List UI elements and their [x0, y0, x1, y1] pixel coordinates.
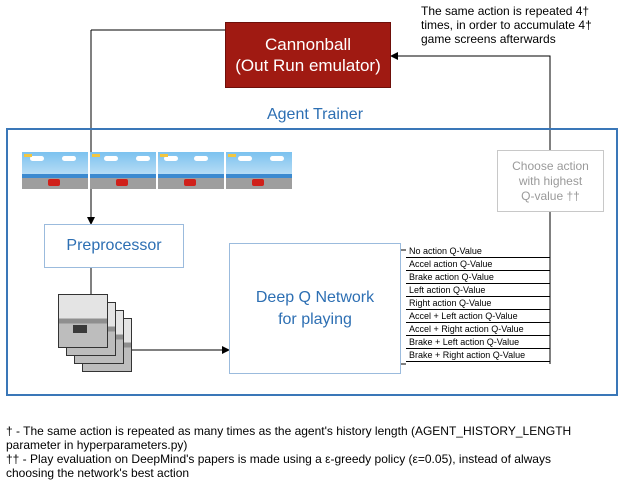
- q-value-row: Accel + Left action Q-Value: [406, 310, 550, 323]
- footnote-1-line-2: parameter in hyperparameters.py): [6, 438, 188, 452]
- footnote-2-line-1: †† - Play evaluation on DeepMind's paper…: [6, 452, 551, 466]
- game-screen-4: [226, 152, 292, 189]
- choose-line-2: with highest: [518, 173, 583, 188]
- q-value-row: No action Q-Value: [406, 245, 550, 258]
- deep-q-network-box: Deep Q Network for playing: [229, 243, 401, 374]
- choose-line-3: Q-value ††: [521, 188, 580, 203]
- repeat-action-note: The same action is repeated 4† times, in…: [421, 4, 621, 46]
- preprocessed-screen-1: [58, 294, 108, 348]
- q-value-row: Left action Q-Value: [406, 284, 550, 297]
- preprocessor-box: Preprocessor: [44, 224, 184, 268]
- note-line-1: The same action is repeated 4†: [421, 4, 590, 18]
- choose-line-1: Choose action: [512, 158, 589, 173]
- q-value-row: Accel action Q-Value: [406, 258, 550, 271]
- arrow-choose-to-cannonball: [390, 52, 551, 150]
- game-screen-1: [22, 152, 88, 189]
- agent-trainer-frame: [6, 128, 618, 396]
- agent-trainer-title: Agent Trainer: [266, 106, 364, 123]
- line-dqn-to-qvalues: [401, 249, 406, 365]
- footnote-1-line-1: † - The same action is repeated as many …: [6, 424, 572, 438]
- dqn-subtitle: for playing: [278, 310, 352, 328]
- q-value-row: Accel + Right action Q-Value: [406, 323, 550, 336]
- game-screen-3: [158, 152, 224, 189]
- cannonball-subtitle: (Out Run emulator): [235, 56, 381, 75]
- q-value-row: Brake + Left action Q-Value: [406, 336, 550, 349]
- note-line-3: game screens afterwards: [421, 32, 556, 46]
- game-screen-2: [90, 152, 156, 189]
- choose-action-box: Choose action with highest Q-value ††: [497, 150, 604, 212]
- footnote-2-line-2: choosing the network's best action: [6, 466, 190, 480]
- q-value-row: Brake + Right action Q-Value: [406, 349, 550, 362]
- preprocessor-label: Preprocessor: [66, 237, 162, 254]
- q-value-row: Right action Q-Value: [406, 297, 550, 310]
- q-value-row: Brake action Q-Value: [406, 271, 550, 284]
- cannonball-box: Cannonball (Out Run emulator): [225, 22, 391, 88]
- note-line-2: times, in order to accumulate 4†: [421, 18, 592, 32]
- dqn-title: Deep Q Network: [255, 288, 375, 306]
- cannonball-title: Cannonball: [264, 35, 351, 54]
